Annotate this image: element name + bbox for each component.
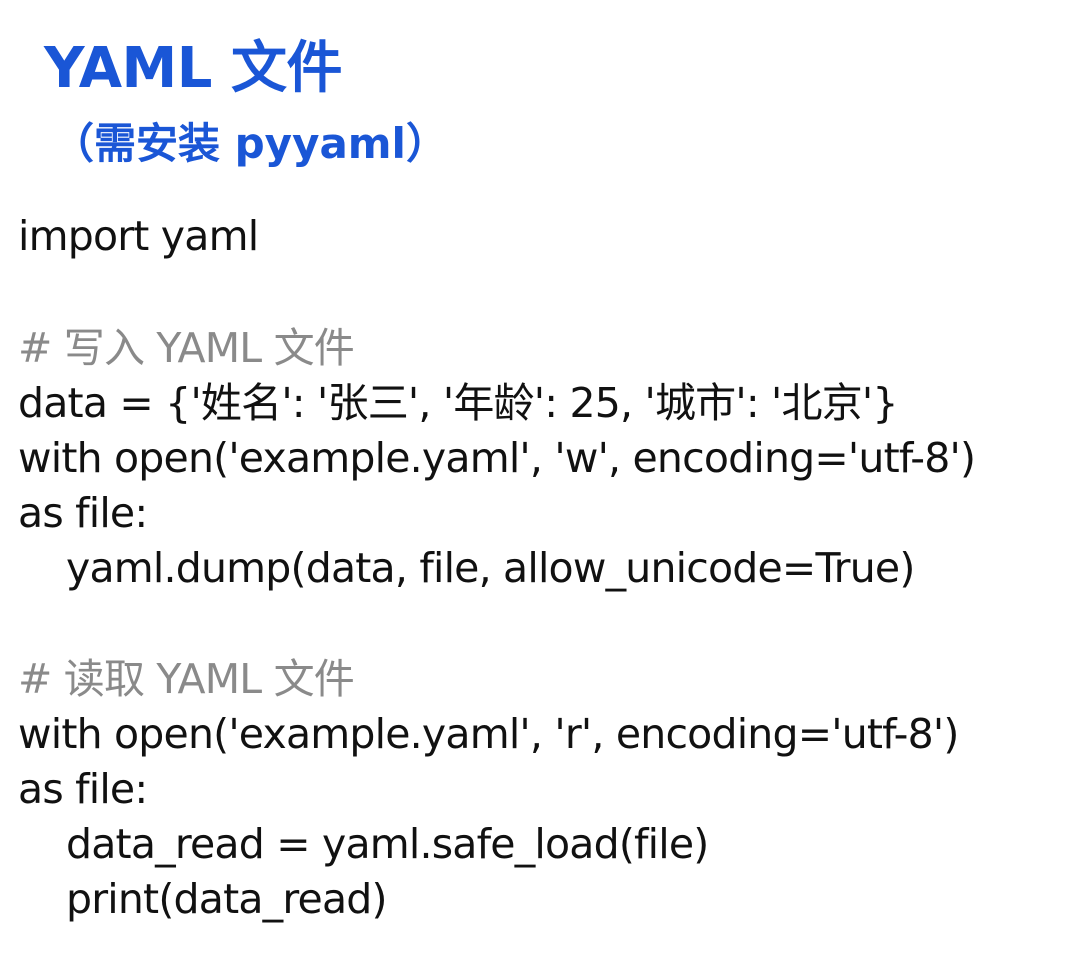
code-comment-read: # 读取 YAML 文件 bbox=[18, 655, 355, 703]
code-comment-write: # 写入 YAML 文件 bbox=[18, 324, 355, 372]
code-line-with-open-read: with open('example.yaml', 'r', encoding=… bbox=[18, 710, 959, 758]
page-title: YAML 文件 bbox=[44, 36, 342, 101]
code-line-with-open-write: with open('example.yaml', 'w', encoding=… bbox=[18, 434, 976, 482]
code-line-data: data = {'姓名': '张三', '年龄': 25, '城市': '北京'… bbox=[18, 379, 899, 427]
code-line-import: import yaml bbox=[18, 212, 259, 260]
code-line-print: print(data_read) bbox=[66, 875, 388, 923]
code-line-as-file: as file: bbox=[18, 765, 148, 813]
page-subtitle: （需安装 pyyaml） bbox=[52, 119, 448, 168]
code-line-as-file: as file: bbox=[18, 489, 148, 537]
code-line-yaml-dump: yaml.dump(data, file, allow_unicode=True… bbox=[66, 544, 915, 592]
code-line-safe-load: data_read = yaml.safe_load(file) bbox=[66, 820, 709, 868]
